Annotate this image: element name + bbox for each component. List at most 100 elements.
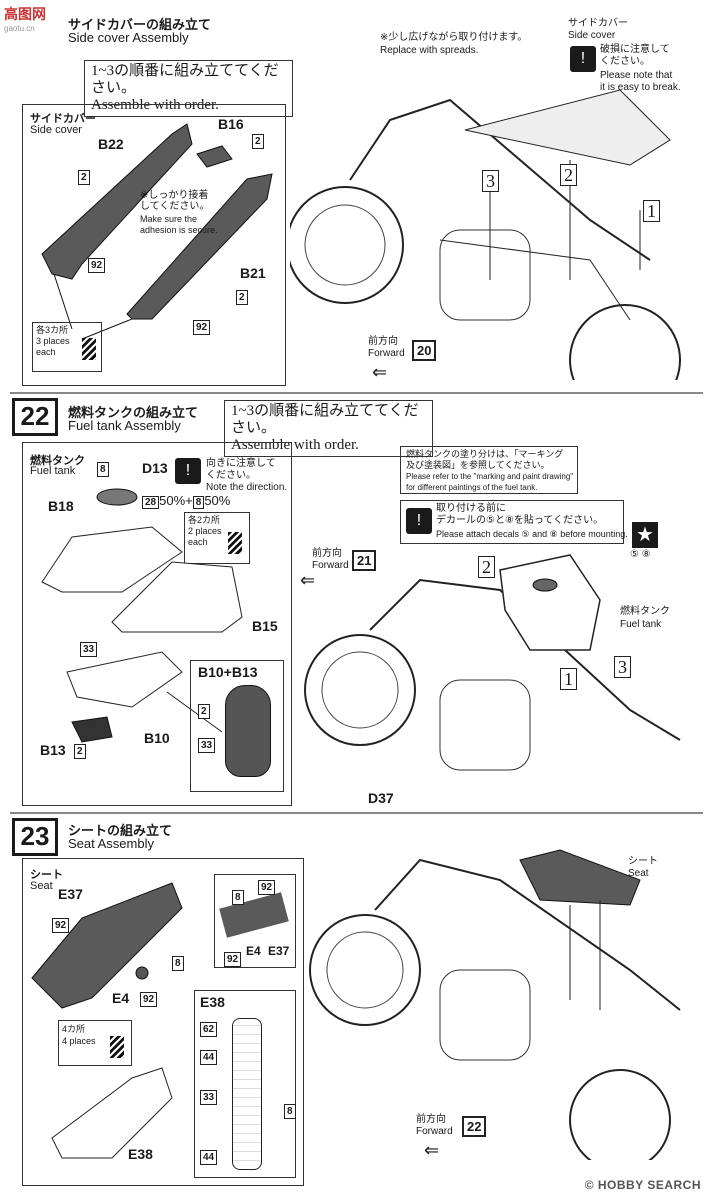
caution-icon: ! xyxy=(406,508,432,534)
seq-2: 2 xyxy=(478,556,495,578)
part-44-a: 44 xyxy=(200,1050,218,1065)
part-92-b: 92 xyxy=(193,320,211,335)
side-cover-parts-drawing xyxy=(41,123,273,340)
places-jp: 各2カ所 xyxy=(188,515,221,525)
part-b18: B18 xyxy=(48,498,74,514)
watermark-url: gaotu.cn xyxy=(4,24,35,33)
seat-inset xyxy=(22,858,304,1186)
step-23-title-jp: シートの組み立て xyxy=(68,823,173,838)
step-21-title-jp: サイドカバーの組み立て xyxy=(68,17,212,32)
part-8: 8 xyxy=(97,462,109,477)
places-en: 4 places xyxy=(62,1036,96,1046)
seq-1: 1 xyxy=(560,668,577,690)
fragile-note-en: Please note that it is easy to break. xyxy=(600,70,681,93)
forward-jp: 前方向 xyxy=(368,336,398,347)
part-44-b: 44 xyxy=(200,1150,218,1165)
e38-detail-box xyxy=(194,990,296,1178)
decal-note-jp: 取り付ける前に デカールの⑤と⑧を貼ってください。 xyxy=(436,503,604,526)
part-92-b: 92 xyxy=(140,992,158,1007)
spread-note-en: Replace with spreads. xyxy=(380,45,479,56)
inset-title-jp: 燃料タンク xyxy=(30,455,85,467)
side-cover-inset xyxy=(22,104,286,386)
seat-label-jp: シート xyxy=(628,856,658,867)
order-en: Assemble with order. xyxy=(91,97,219,113)
paint-note-jp: 燃料タンクの塗り分けは、「マーキング 及び塗装図」を参照してください。 xyxy=(406,449,564,470)
part-2-a: 2 xyxy=(252,134,264,149)
part-b13: B13 xyxy=(40,742,66,758)
decal-star-icon: ★ xyxy=(632,522,658,548)
caution-icon: ! xyxy=(570,46,596,72)
part-8-detail: 8 xyxy=(232,890,244,905)
b10-b13-detail-box xyxy=(190,660,284,792)
step-22-number: 22 xyxy=(12,398,58,436)
part-b10: B10 xyxy=(144,730,170,746)
order-jp: 1~3の順番に組み立ててください。 xyxy=(91,63,279,96)
part-b21: B21 xyxy=(240,265,266,281)
divider xyxy=(10,392,703,394)
sidecover-label-en: Side cover xyxy=(568,30,616,41)
inset-title-en: Side cover xyxy=(30,124,82,136)
part-33: 33 xyxy=(200,1090,218,1105)
forward-en: Forward xyxy=(416,1126,453,1137)
seat-parts-drawing xyxy=(31,882,183,1159)
forward-jp: 前方向 xyxy=(312,548,342,559)
part-e37: E37 xyxy=(58,886,83,902)
seq-3: 3 xyxy=(482,170,499,192)
ref-step-20: 20 xyxy=(412,340,437,361)
decal-note-box xyxy=(400,500,624,544)
forward-jp: 前方向 xyxy=(416,1114,446,1125)
paint-note-en: Please refer to the "marking and paint d… xyxy=(406,472,574,492)
mix-text: 50%+ xyxy=(159,493,193,508)
fuel-tank-inset xyxy=(22,442,292,806)
motorcycle-drawing-step21 xyxy=(290,89,681,380)
forward-en: Forward xyxy=(368,348,405,359)
motorcycle-drawing-step23 xyxy=(309,849,681,1160)
part-8: 8 xyxy=(172,956,184,971)
part-e4-detail: E4 xyxy=(246,944,261,958)
part-92-detail: 92 xyxy=(258,880,276,895)
forward-arrow-icon: ⇐ xyxy=(372,362,388,382)
places-jp: 各3カ所 xyxy=(36,325,69,335)
paint-note-box xyxy=(400,446,578,494)
seat-detail-box xyxy=(214,874,296,968)
places-jp: 4カ所 xyxy=(62,1024,86,1034)
part-62: 62 xyxy=(200,1022,218,1037)
forward-en: Forward xyxy=(312,560,349,571)
decal-note-en: Please attach decals ⑤ and ⑧ before moun… xyxy=(436,529,628,539)
watermark-logo: 高图网 gaotu.cn xyxy=(4,4,46,33)
part-33-detail: 33 xyxy=(198,738,216,753)
mix-color-a: 28 xyxy=(142,496,160,509)
watermark-hobby-search: © HOBBY SEARCH xyxy=(584,1178,701,1192)
part-2: 2 xyxy=(74,744,86,759)
seat-label-en: Seat xyxy=(628,868,649,879)
part-92-detail-b: 92 xyxy=(224,952,242,967)
order-en: Assemble with order. xyxy=(231,437,359,453)
forward-arrow-icon: ⇐ xyxy=(424,1140,440,1160)
part-2-b: 2 xyxy=(78,170,90,185)
part-d37: D37 xyxy=(368,790,394,806)
step-23-number: 23 xyxy=(12,818,58,856)
part-b10-b13: B10+B13 xyxy=(198,664,258,680)
part-2-c: 2 xyxy=(236,290,248,305)
part-b22: B22 xyxy=(98,136,124,152)
step-21-title-en: Side cover Assembly xyxy=(68,30,189,45)
part-2-detail: 2 xyxy=(198,704,210,719)
part-e4: E4 xyxy=(112,990,130,1006)
e38-part-shape xyxy=(232,1018,262,1170)
places-en: 2 places each xyxy=(188,526,222,547)
glue-places-box xyxy=(58,1020,132,1066)
direction-note-en: Note the direction. xyxy=(206,482,288,493)
adhesion-note-en: Make sure the adhesion is secure. xyxy=(140,214,218,235)
glue-places-box xyxy=(32,322,102,372)
step-23-title-en: Seat Assembly xyxy=(68,836,154,851)
seq-3: 3 xyxy=(614,656,631,678)
divider xyxy=(10,812,703,814)
motorcycle-drawing-step22 xyxy=(304,554,681,771)
inset-title-jp: シート xyxy=(30,869,63,881)
step-22-title-en: Fuel tank Assembly xyxy=(68,418,181,433)
tank-label-jp: 燃料タンク xyxy=(620,606,670,617)
seq-2: 2 xyxy=(560,164,577,186)
part-e38-lower: E38 xyxy=(128,1146,153,1162)
part-33: 33 xyxy=(80,642,98,657)
